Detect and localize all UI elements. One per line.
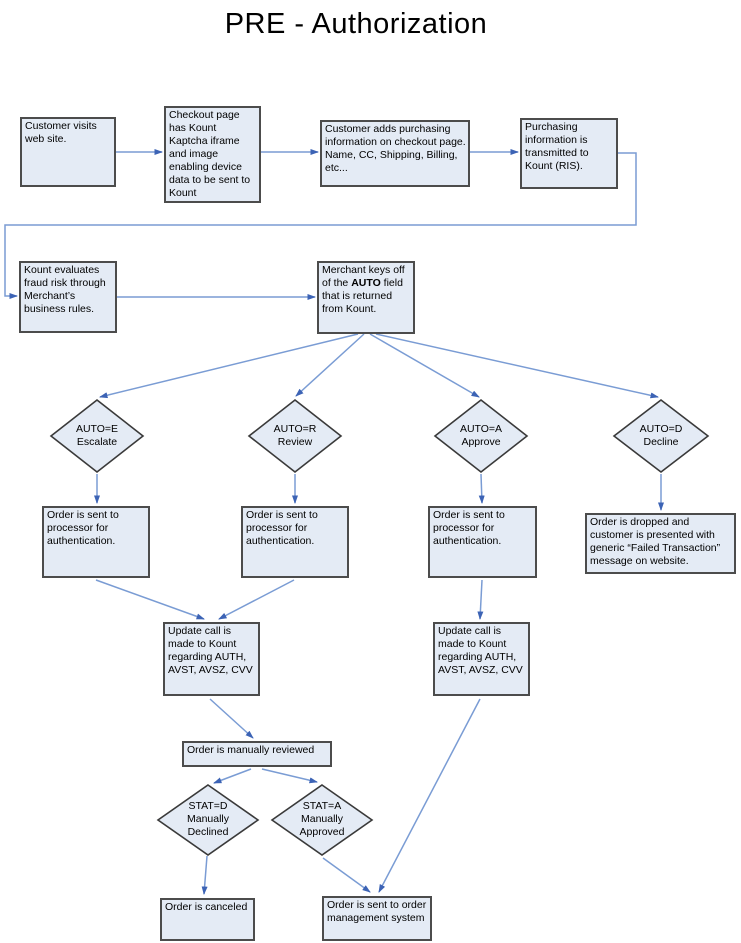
- node-merchant-keys-off: Merchant keys off of the AUTO field that…: [317, 261, 415, 334]
- node-order-dropped: Order is dropped and customer is present…: [585, 513, 736, 574]
- node-processor-escalate: Order is sent to processor for authentic…: [42, 506, 150, 578]
- decision-stat-d-label: STAT=D Manually Declined: [158, 800, 258, 839]
- node-manually-reviewed: Order is manually reviewed: [182, 741, 332, 767]
- arrow-stat-a-to-oms: [322, 857, 371, 893]
- arrow-merchant-to-auto-a: [369, 333, 480, 398]
- arrow-merchant-to-auto-d: [375, 333, 659, 399]
- node-kount-evaluates: Kount evaluates fraud risk through Merch…: [19, 261, 117, 333]
- arrow-stat-d-to-canceled: [201, 855, 208, 895]
- decision-line: AUTO=A: [459, 423, 503, 435]
- decision-line: Manually: [186, 813, 230, 825]
- decision-auto-d-shape: [612, 398, 710, 474]
- decision-auto-e-shape: [49, 398, 145, 474]
- arrow-processor1-to-update1: [95, 579, 205, 620]
- decision-line: Decline: [643, 436, 679, 448]
- decision-line: STAT=D: [188, 800, 228, 812]
- decision-auto-d-label: AUTO=D Decline: [615, 423, 707, 449]
- decision-stat-a-label: STAT=A Manually Approved: [272, 800, 372, 839]
- arrow-update1-to-review: [209, 698, 254, 739]
- decision-stat-a-shape: [270, 784, 374, 856]
- decision-line: Declined: [187, 826, 229, 838]
- merchant-keys-auto-field: AUTO: [351, 277, 381, 289]
- node-customer-adds-info: Customer adds purchasing information on …: [320, 120, 470, 187]
- decision-auto-a-label: AUTO=A Approve: [435, 423, 527, 449]
- arrow-processor2-to-update1: [218, 579, 295, 620]
- arrow-transmitted-to-evaluates: [4, 152, 637, 299]
- decision-line: Approve: [461, 436, 501, 448]
- node-processor-review: Order is sent to processor for authentic…: [241, 506, 349, 578]
- node-update-call-right: Update call is made to Kount regarding A…: [433, 622, 530, 696]
- node-customer-visits: Customer visits web site.: [20, 117, 116, 187]
- decision-auto-a-shape: [433, 398, 529, 474]
- arrow-auto-a-to-processor3: [478, 473, 485, 504]
- decision-line: AUTO=D: [639, 423, 683, 435]
- node-order-sent-oms: Order is sent to order management system: [322, 896, 432, 941]
- node-purchasing-transmitted: Purchasing information is transmitted to…: [520, 118, 618, 189]
- arrow-review-to-stat-a: [261, 768, 318, 784]
- decision-line: STAT=A: [302, 800, 342, 812]
- node-processor-approve: Order is sent to processor for authentic…: [428, 506, 537, 578]
- arrow-review-to-stat-d: [213, 768, 252, 784]
- merchant-keys-text-before: Merchant keys off of the: [322, 264, 405, 289]
- decision-auto-r-label: AUTO=R Review: [249, 423, 341, 449]
- decision-line: Escalate: [76, 436, 118, 448]
- decision-line: AUTO=R: [273, 423, 317, 435]
- decision-line: Manually: [300, 813, 344, 825]
- decision-line: Approved: [299, 826, 345, 838]
- decision-auto-e-label: AUTO=E Escalate: [51, 423, 143, 449]
- arrow-update2-to-oms: [378, 698, 481, 893]
- arrow-processor3-to-update2: [477, 579, 484, 620]
- decision-auto-r-shape: [247, 398, 343, 474]
- node-update-call-left: Update call is made to Kount regarding A…: [163, 622, 260, 696]
- node-order-canceled: Order is canceled: [160, 898, 255, 941]
- merchant-keys-text-after: field that is returned from Kount.: [322, 277, 403, 315]
- decision-line: AUTO=E: [75, 423, 119, 435]
- decision-stat-d-shape: [156, 784, 260, 856]
- arrow-merchant-to-auto-r: [295, 333, 365, 397]
- decision-line: Review: [277, 436, 313, 448]
- page-title: PRE - Authorization: [224, 8, 488, 40]
- arrow-merchant-to-auto-e: [99, 333, 359, 399]
- node-checkout-page: Checkout page has Kount Kaptcha iframe a…: [164, 106, 261, 203]
